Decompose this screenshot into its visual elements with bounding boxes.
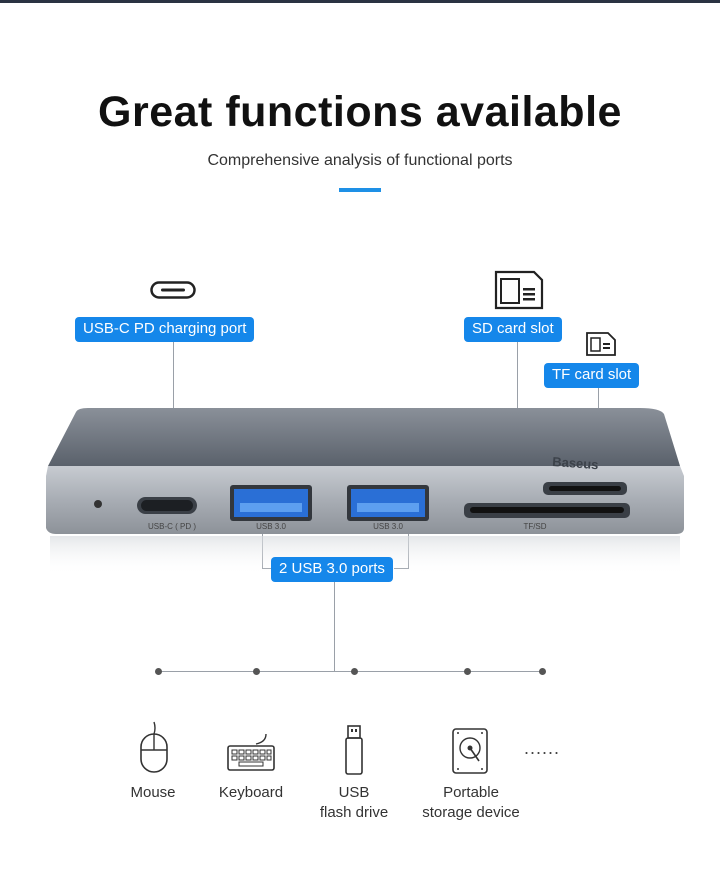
timeline-dot xyxy=(155,668,162,675)
timeline-dot xyxy=(253,668,260,675)
timeline-dot xyxy=(464,668,471,675)
keyboard-icon xyxy=(227,733,275,771)
timeline-dot xyxy=(351,668,358,675)
devices-stem-line xyxy=(334,578,335,672)
hard-drive-icon xyxy=(452,728,488,774)
usb-c-port-icon xyxy=(150,281,196,299)
brand-logo: Baseus xyxy=(552,454,599,472)
tf-card-callout: TF card slot xyxy=(544,363,640,388)
page-subtitle: Comprehensive analysis of functional por… xyxy=(207,152,513,169)
usb-flash-drive-icon xyxy=(345,725,363,775)
accent-bar xyxy=(339,188,381,192)
usb-hub-device: Baseus USB-C ( PD ) USB 3.0 USB 3.0 TF/S… xyxy=(46,408,684,576)
tf-card-icon xyxy=(586,332,616,356)
device-label-mouse: Mouse xyxy=(130,784,176,801)
tfsd-port-label: TF/SD xyxy=(523,522,546,531)
top-border xyxy=(0,0,720,3)
usb3-port-label-2: USB 3.0 xyxy=(373,522,403,531)
page-title: Great functions available xyxy=(98,88,622,136)
usbc-port-label: USB-C ( PD ) xyxy=(148,522,196,531)
device-label-portable-storage: Portable storage device xyxy=(422,784,520,821)
mouse-icon xyxy=(140,721,168,773)
usb3-port-label-1: USB 3.0 xyxy=(256,522,286,531)
timeline-dot xyxy=(539,668,546,675)
sd-card-callout: SD card slot xyxy=(464,317,562,342)
device-label-keyboard: Keyboard xyxy=(218,784,284,801)
device-label-usb-flash-drive: USB flash drive xyxy=(319,784,389,821)
usb30-callout: 2 USB 3.0 ports xyxy=(271,557,393,582)
sd-card-icon xyxy=(494,270,544,310)
usbc-pd-callout: USB-C PD charging port xyxy=(75,317,255,342)
more-devices-indicator: ...... xyxy=(524,738,561,758)
